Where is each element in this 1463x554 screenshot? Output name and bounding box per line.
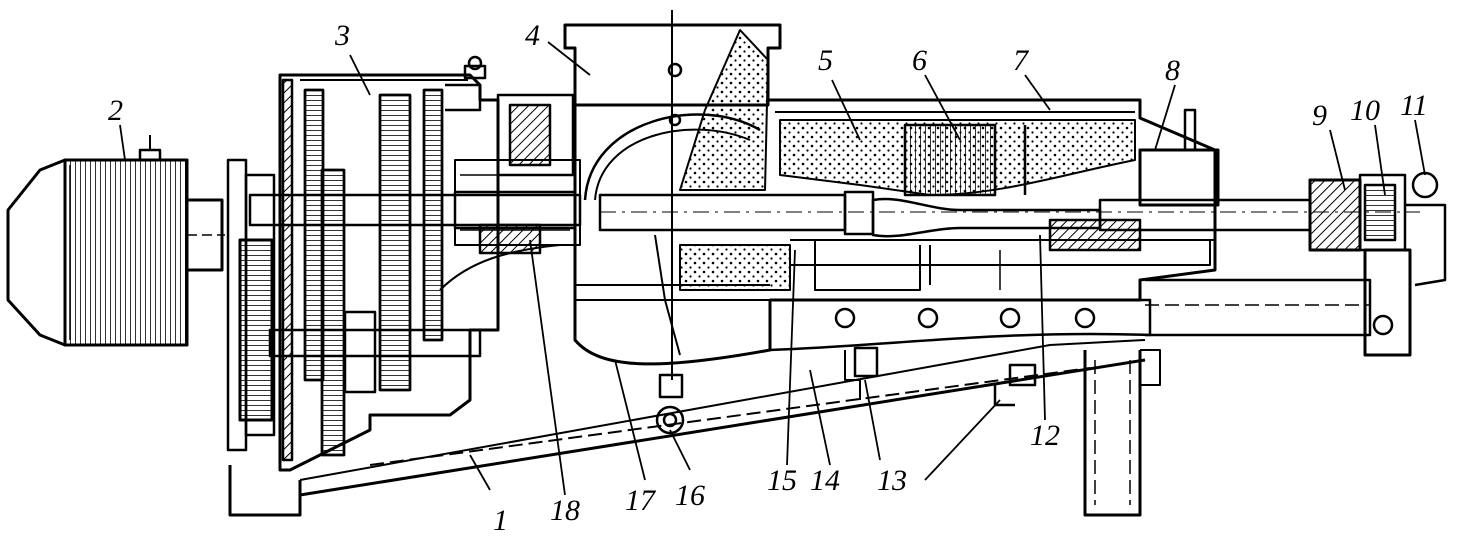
callout-13: 13 [877,464,907,497]
leader-lines [119,41,1426,496]
screw-shaft [453,190,1420,238]
support-frame [228,278,1372,517]
callout-labels: 1 2 3 4 5 6 7 8 9 10 11 12 13 14 15 16 1… [108,19,1428,537]
mixing-chamber [573,105,772,435]
callout-14: 14 [810,464,840,497]
callout-11: 11 [1400,89,1428,122]
extrusion-head [1138,108,1220,241]
callout-4: 4 [525,19,540,52]
callout-5: 5 [818,44,833,77]
callout-9: 9 [1312,99,1327,132]
motor-flange [226,158,276,452]
callout-18: 18 [550,494,580,527]
callout-6: 6 [912,44,927,77]
callout-7: 7 [1013,44,1030,77]
callout-8: 8 [1165,54,1180,87]
callout-16: 16 [675,479,705,512]
callout-10: 10 [1350,94,1380,127]
callout-12: 12 [1030,419,1060,452]
callout-3: 3 [334,19,350,52]
callout-15: 15 [767,464,797,497]
callout-2: 2 [108,94,123,127]
callout-17: 17 [625,484,657,517]
bearing-housing [439,93,581,291]
callout-1: 1 [493,504,508,537]
cutter-assembly [1308,171,1447,357]
electric-motor [6,135,225,347]
